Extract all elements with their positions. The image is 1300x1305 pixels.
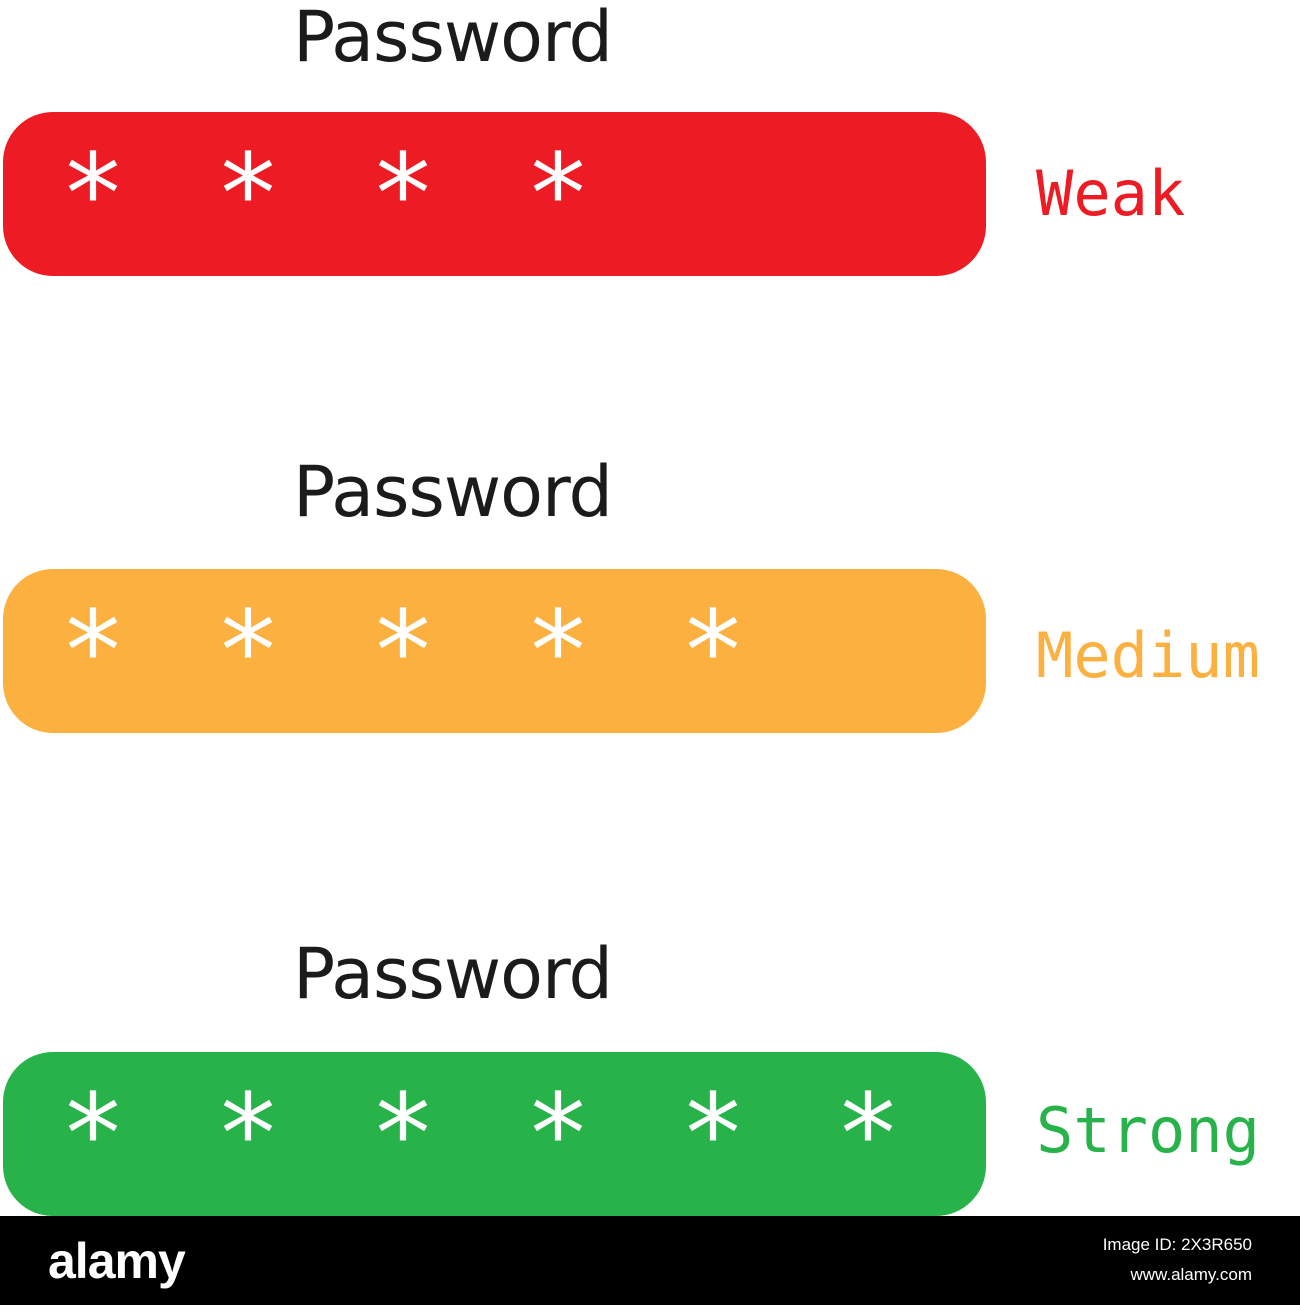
strength-label-weak: Weak xyxy=(1036,157,1186,230)
alamy-logo: alamy xyxy=(48,1233,186,1289)
asterisk-glyph: * xyxy=(369,1070,437,1198)
password-label-medium: Password xyxy=(293,451,613,533)
asterisk-glyph: * xyxy=(524,130,592,258)
asterisk-glyph: * xyxy=(524,587,592,715)
asterisk-glyph: * xyxy=(524,1070,592,1198)
asterisk-glyph: * xyxy=(369,130,437,258)
strength-label-medium: Medium xyxy=(1036,619,1260,692)
stock-footer: alamy Image ID: 2X3R650 www.alamy.com xyxy=(0,1216,1300,1305)
password-mask-weak: * * * * xyxy=(3,112,986,276)
password-field-weak[interactable]: * * * * xyxy=(3,112,986,276)
password-label-strong: Password xyxy=(293,933,613,1015)
footer-info: Image ID: 2X3R650 www.alamy.com xyxy=(1103,1230,1252,1290)
site-url-text: www.alamy.com xyxy=(1130,1265,1252,1284)
password-field-strong[interactable]: * * * * * * xyxy=(3,1052,986,1216)
asterisk-glyph: * xyxy=(679,587,747,715)
asterisk-glyph: * xyxy=(679,1070,747,1198)
asterisk-glyph: * xyxy=(59,130,127,258)
asterisk-glyph: * xyxy=(214,587,282,715)
image-id-text: Image ID: 2X3R650 xyxy=(1102,1235,1252,1254)
password-mask-medium: * * * * * xyxy=(3,569,986,733)
asterisk-glyph: * xyxy=(214,1070,282,1198)
asterisk-glyph: * xyxy=(834,1070,902,1198)
asterisk-glyph: * xyxy=(59,587,127,715)
asterisk-glyph: * xyxy=(214,130,282,258)
strength-label-strong: Strong xyxy=(1036,1094,1260,1167)
asterisk-glyph: * xyxy=(59,1070,127,1198)
password-label-weak: Password xyxy=(293,0,613,78)
password-field-medium[interactable]: * * * * * xyxy=(3,569,986,733)
asterisk-glyph: * xyxy=(369,587,437,715)
password-mask-strong: * * * * * * xyxy=(3,1052,986,1216)
